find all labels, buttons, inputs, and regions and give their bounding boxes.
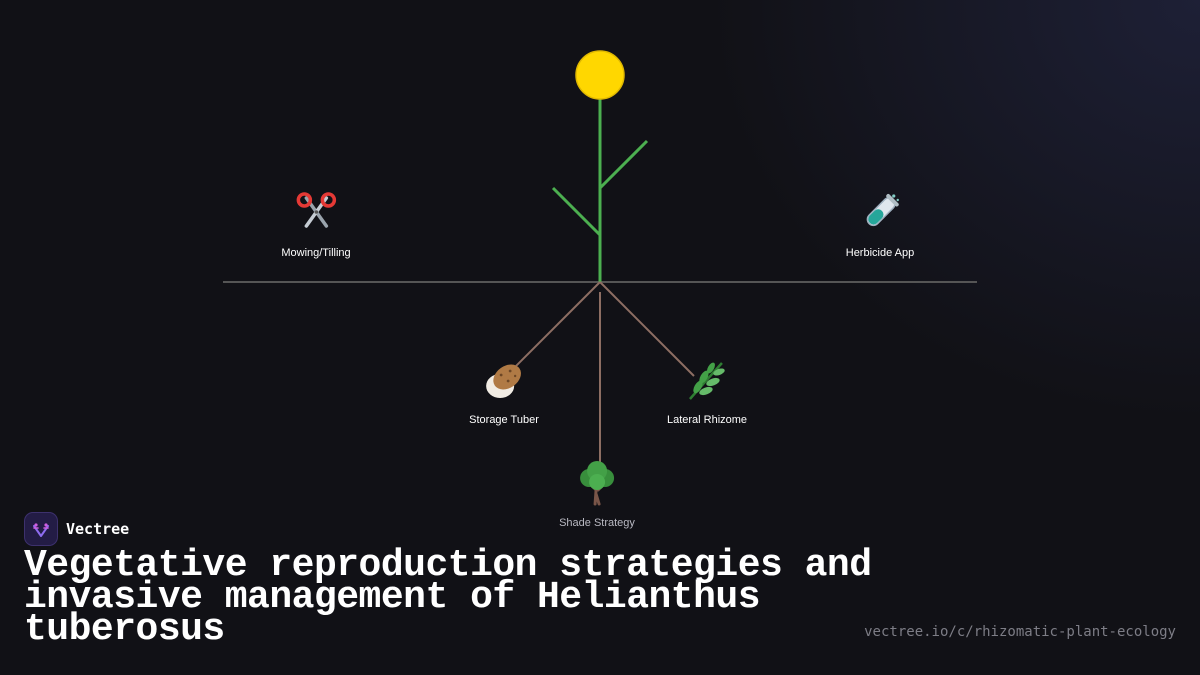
page-title: Vegetative reproduction strategies and i… [24, 544, 872, 651]
flower-head [575, 50, 625, 100]
node-label-mowing: Mowing/Tilling [281, 247, 351, 259]
node-label-tuber: Storage Tuber [469, 414, 539, 426]
tree-icon [573, 459, 621, 507]
node-label-rhizome: Lateral Rhizome [666, 414, 748, 426]
node-rhizome: Lateral Rhizome [667, 356, 747, 426]
node-tuber: Storage Tuber [469, 356, 539, 426]
node-herbicide: Herbicide App [845, 189, 915, 259]
vectree-logo-icon [24, 512, 58, 546]
root-left [505, 281, 601, 377]
source-url: vectree.io/c/rhizomatic-plant-ecology [864, 624, 1176, 640]
potato-icon [480, 356, 528, 404]
node-mowing: Mowing/Tilling [281, 189, 351, 259]
node-shade: Shade Strategy [559, 459, 635, 529]
brand-name: Vectree [66, 520, 130, 538]
scissors-icon [292, 189, 340, 237]
test-tube-icon [856, 189, 904, 237]
left-leaf-branch [551, 186, 602, 237]
node-label-shade: Shade Strategy [559, 517, 635, 529]
root-right [599, 281, 695, 377]
herb-icon [683, 356, 731, 404]
node-label-herbicide: Herbicide App [845, 247, 915, 259]
brand: Vectree [24, 512, 129, 546]
right-leaf-branch [598, 139, 649, 190]
